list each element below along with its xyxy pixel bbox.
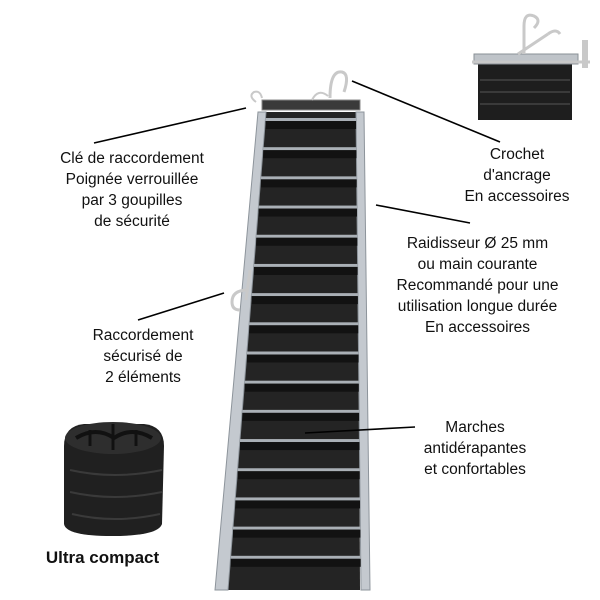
step-edge — [253, 263, 358, 267]
step-shadow — [246, 354, 359, 363]
label-line: utilisation longue durée — [397, 298, 558, 315]
label-line: Raccordement — [92, 327, 194, 344]
label-secure-connection: Raccordement sécurisé de 2 éléments — [58, 325, 228, 388]
label-anti-slip-steps: Marches antidérapantes et confortables — [395, 417, 555, 480]
label-line: Crochet — [489, 146, 545, 163]
step-shadow — [256, 237, 358, 246]
step-shadow — [258, 208, 357, 217]
step-shadow — [251, 296, 358, 305]
step-shadow — [249, 325, 359, 334]
step-shadow — [237, 471, 360, 480]
label-line: En accessoires — [464, 188, 570, 205]
label-connection-key: Clé de raccordement Poignée verrouillée … — [22, 148, 242, 232]
hook-inset — [472, 13, 590, 120]
step-edge — [263, 147, 357, 151]
anchor-hook-icon — [522, 13, 540, 54]
step-edge — [256, 234, 358, 238]
step-shadow — [244, 383, 359, 392]
step-shadow — [230, 558, 361, 567]
coupling-handle-icon — [230, 288, 249, 312]
label-anchor-hook: Crochet d'ancrage En accessoires — [432, 144, 600, 207]
step-edge — [233, 526, 361, 530]
step-edge — [260, 176, 357, 180]
ladder — [214, 70, 371, 591]
top-key-icon — [328, 70, 349, 99]
step-shadow — [233, 529, 361, 538]
label-line: ou main courante — [417, 256, 538, 273]
top-bar — [261, 99, 361, 111]
step-edge — [237, 468, 360, 472]
label-line: Poignée verrouillée — [65, 171, 199, 188]
step-edge — [251, 293, 358, 297]
label-line: En accessoires — [424, 319, 531, 336]
callout-lines — [93, 80, 501, 434]
label-line: 2 éléments — [105, 369, 181, 386]
step-edge — [258, 205, 357, 209]
step-edge — [244, 380, 359, 384]
label-line: Recommandé pour une — [396, 277, 559, 294]
label-line: de sécurité — [94, 213, 170, 230]
label-stiffener: Raidisseur Ø 25 mm ou main courante Reco… — [360, 233, 595, 338]
step-shadow — [263, 150, 357, 159]
step-shadow — [235, 500, 361, 509]
label-ultra-compact: Ultra compact — [45, 548, 160, 567]
label-line: et confortables — [424, 461, 526, 478]
step-edge — [242, 409, 360, 413]
label-line: sécurisé de — [103, 348, 183, 365]
step-shadow — [253, 266, 358, 275]
label-line: Raidisseur Ø 25 mm — [406, 235, 549, 252]
step-shadow — [260, 179, 357, 188]
step-shadow — [239, 442, 360, 451]
anti-slip-steps — [230, 118, 361, 567]
label-line: Clé de raccordement — [60, 150, 204, 167]
step-edge — [235, 497, 361, 501]
compact-block-image — [64, 422, 164, 536]
label-line: Marches — [445, 419, 505, 436]
left-rail — [214, 111, 267, 591]
step-edge — [239, 439, 360, 443]
step-edge — [265, 118, 357, 121]
step-edge — [249, 322, 359, 326]
step-shadow — [265, 121, 357, 129]
step-shadow — [242, 412, 360, 421]
step-edge — [230, 555, 361, 559]
label-line: par 3 goupilles — [81, 192, 183, 209]
label-line: antidérapantes — [423, 440, 527, 457]
step-edge — [246, 351, 359, 355]
label-line: d'ancrage — [483, 167, 551, 184]
